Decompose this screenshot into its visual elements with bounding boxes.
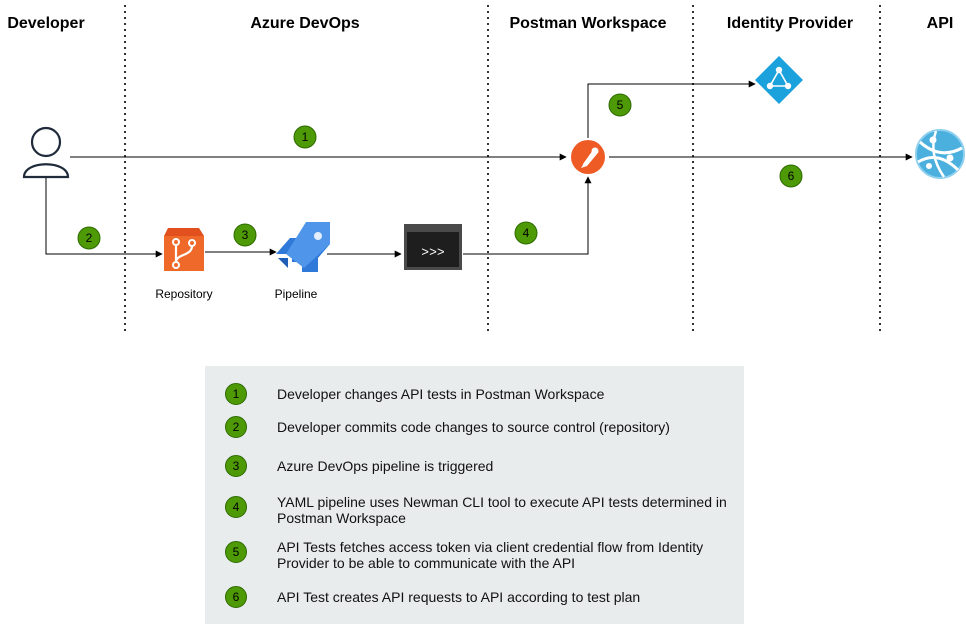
lane-title-api: API: [927, 15, 954, 32]
svg-text:4: 4: [523, 226, 530, 240]
lane-title-postman-workspace: Postman Workspace: [509, 15, 666, 32]
step-badge-2: 2: [77, 226, 101, 250]
legend-item: 3 Azure DevOps pipeline is triggered: [225, 455, 727, 477]
legend-text: Developer changes API tests in Postman W…: [277, 386, 605, 402]
arrow-cli-postman: [463, 176, 592, 255]
step-badge-6: 6: [779, 164, 803, 188]
legend-item: 1 Developer changes API tests in Postman…: [225, 383, 727, 405]
step-badge-4: 4: [514, 221, 538, 245]
pipeline-label: Pipeline: [275, 287, 318, 301]
legend-item: 5 API Tests fetches access token via cli…: [225, 539, 727, 571]
legend-badge: 2: [225, 416, 247, 438]
api-icon: [915, 129, 965, 179]
repository-icon: [164, 228, 204, 271]
legend-text: API Test creates API requests to API acc…: [277, 589, 641, 605]
lane-separators: [124, 5, 881, 335]
svg-text:3: 3: [242, 228, 249, 242]
terminal-icon: >>>: [404, 224, 462, 270]
legend-badge: 6: [225, 586, 247, 608]
terminal-prompt: >>>: [421, 245, 445, 260]
step-badge-1: 1: [293, 125, 317, 149]
user-icon: [22, 126, 70, 179]
lane-title-identity-provider: Identity Provider: [727, 15, 853, 32]
step-badge-3: 3: [233, 223, 257, 247]
legend-panel: 1 Developer changes API tests in Postman…: [205, 366, 744, 624]
svg-text:5: 5: [617, 98, 624, 112]
legend-badge: 5: [225, 541, 247, 563]
legend-item: 6 API Test creates API requests to API a…: [225, 586, 727, 608]
lane-title-developer: Developer: [7, 15, 84, 32]
legend-item: 2 Developer commits code changes to sour…: [225, 416, 727, 438]
legend-text: YAML pipeline uses Newman CLI tool to ex…: [277, 494, 727, 526]
legend-text: Azure DevOps pipeline is triggered: [277, 458, 494, 474]
step-badge-5: 5: [608, 93, 632, 117]
legend-item: 4 YAML pipeline uses Newman CLI tool to …: [225, 494, 727, 526]
svg-text:1: 1: [302, 130, 309, 144]
legend-text: API Tests fetches access token via clien…: [277, 539, 704, 571]
connectors: [45, 80, 913, 258]
architecture-diagram: Developer Azure DevOps Postman Workspace…: [7, 5, 965, 335]
pipeline-icon: [276, 222, 330, 272]
legend-badge: 3: [225, 455, 247, 477]
repository-label: Repository: [155, 287, 212, 301]
svg-text:6: 6: [788, 169, 795, 183]
postman-icon: [571, 140, 605, 174]
arrow-postman-identity: [587, 80, 756, 138]
legend-badge: 1: [225, 383, 247, 405]
legend-badge: 4: [225, 496, 247, 518]
svg-text:2: 2: [86, 231, 93, 245]
lane-title-azure-devops: Azure DevOps: [250, 15, 359, 32]
identity-provider-icon: [755, 56, 803, 104]
legend-text: Developer commits code changes to source…: [277, 419, 670, 435]
arrow-developer-repository: [45, 178, 163, 258]
